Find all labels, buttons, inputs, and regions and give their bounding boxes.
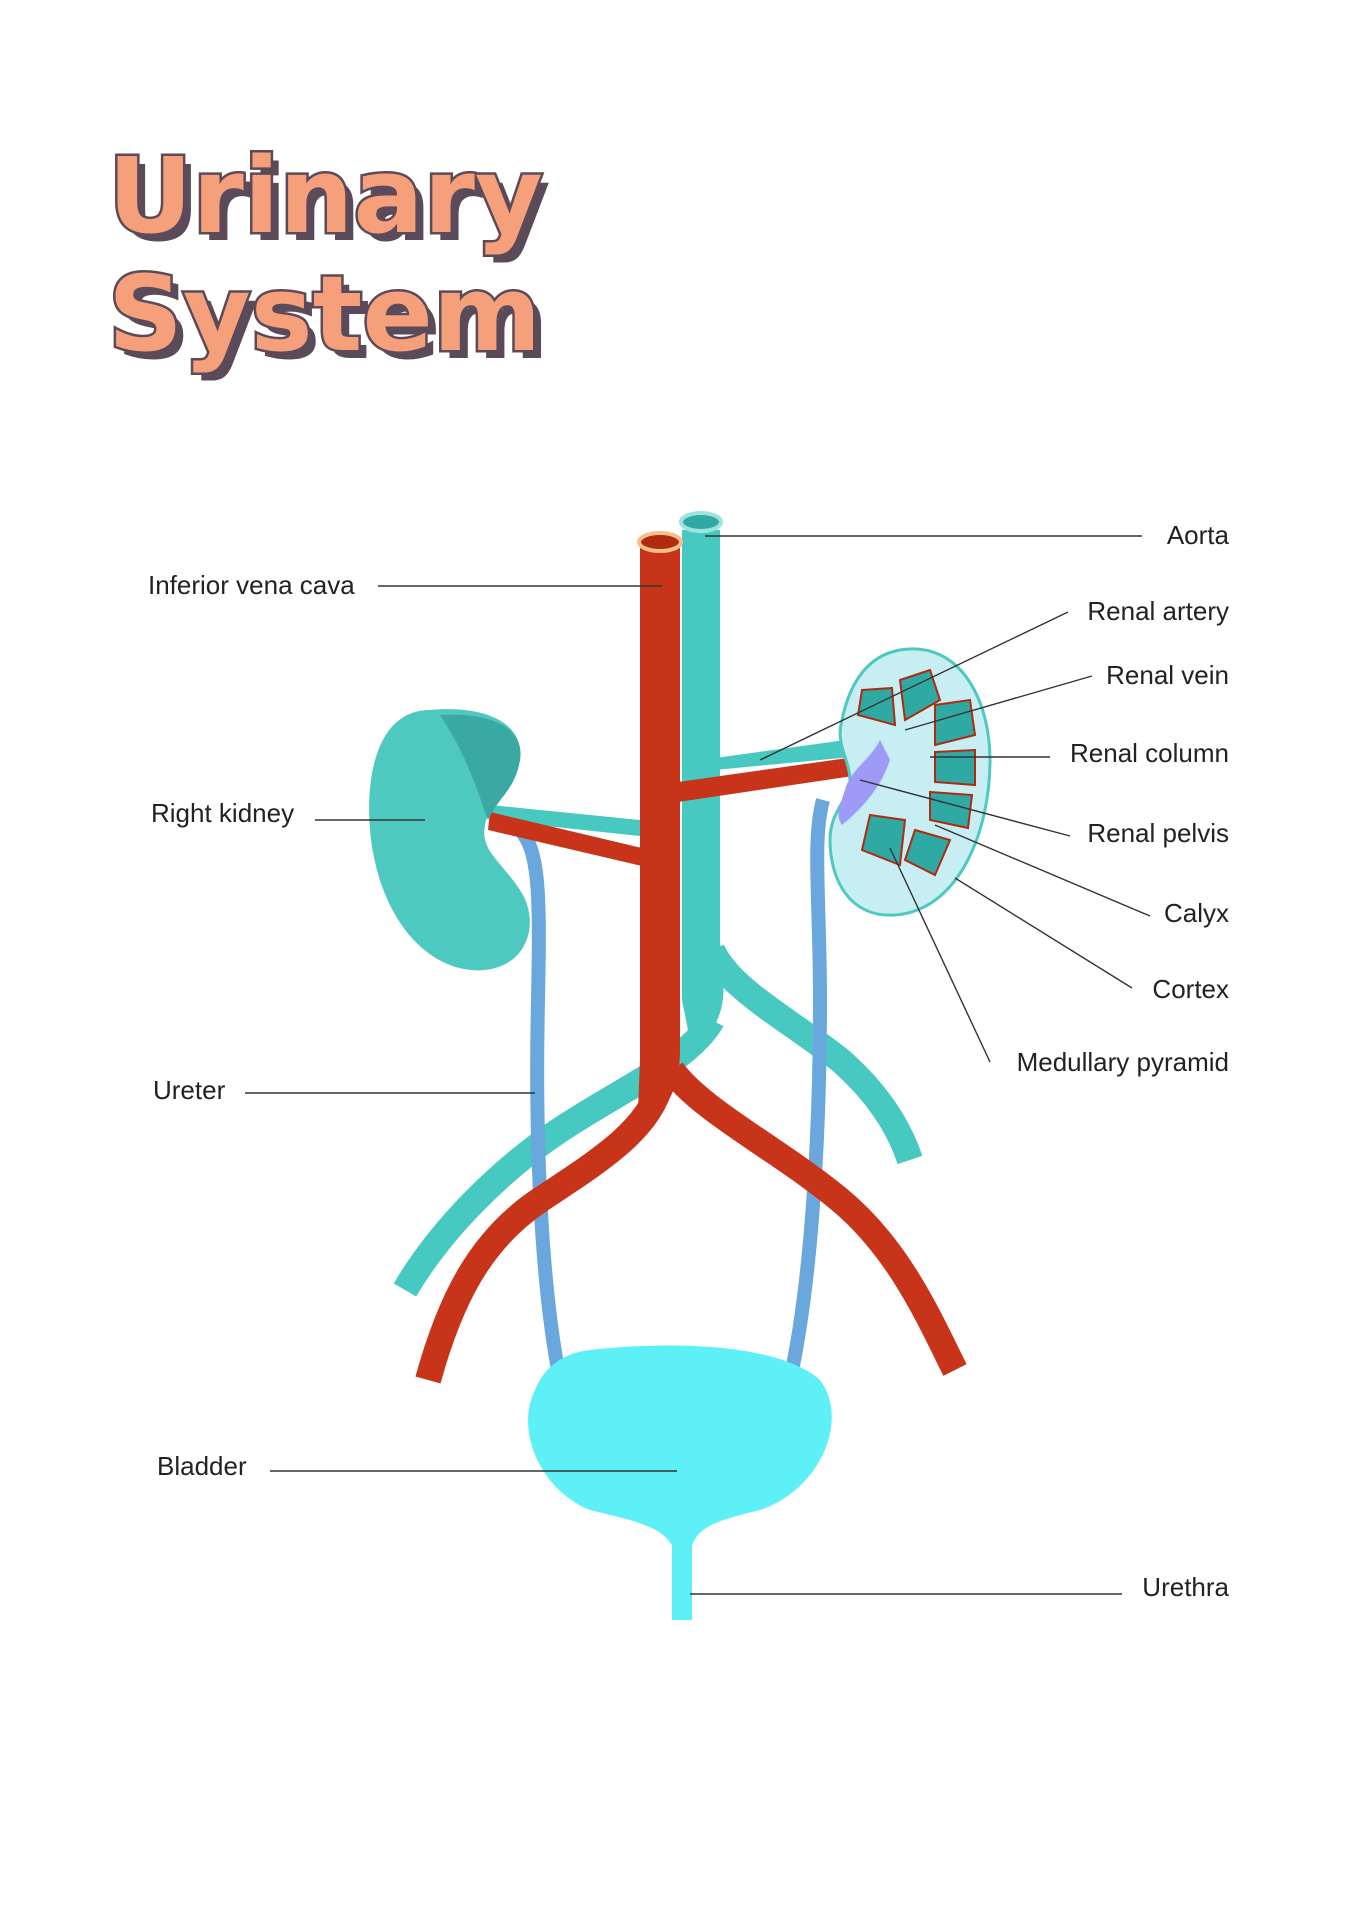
leader-medullary-pyramid (889, 847, 991, 1063)
label-medullary-pyramid: Medullary pyramid (1017, 1047, 1229, 1077)
leader-calyx (934, 824, 1151, 917)
aorta-trunk (638, 545, 680, 1110)
leader-renal-artery (759, 611, 1069, 761)
label-renal-artery: Renal artery (1087, 596, 1229, 626)
right-ureter (514, 825, 567, 1382)
label-right-kidney: Right kidney (151, 798, 294, 828)
bladder-organ (528, 1345, 832, 1620)
renal-vein-vessel-right (490, 805, 640, 836)
right-iliac-vein (700, 944, 923, 1165)
aorta-opening (637, 531, 683, 553)
label-cortex: Cortex (1152, 974, 1229, 1004)
title-line-1: Urinary (108, 135, 543, 257)
title-line-2-shadow: System (116, 261, 549, 383)
leader-lines (245, 535, 1151, 1595)
label-renal-pelvis: Renal pelvis (1087, 818, 1229, 848)
label-inferior-vena-cava: Inferior vena cava (148, 570, 355, 600)
renal-artery-vessel-right (488, 812, 642, 866)
label-ureter: Ureter (153, 1075, 226, 1105)
title-line-1-shadow: Urinary (116, 143, 551, 265)
label-renal-column: Renal column (1070, 738, 1229, 768)
page-title: Urinary Urinary System System (106, 133, 551, 384)
label-urethra: Urethra (1142, 1572, 1229, 1602)
label-bladder: Bladder (157, 1451, 247, 1481)
left-iliac-artery (415, 1076, 675, 1384)
title-line-2: System (108, 253, 541, 375)
right-kidney (369, 709, 530, 971)
leader-renal-pelvis (859, 779, 1071, 837)
label-calyx: Calyx (1164, 898, 1229, 928)
leader-cortex (954, 877, 1133, 989)
leader-renal-vein (904, 675, 1093, 731)
label-renal-vein: Renal vein (1106, 660, 1229, 690)
left-ureter (783, 798, 830, 1382)
vena-cava-opening (679, 511, 723, 533)
renal-vein-vessel-left (715, 738, 862, 770)
label-aorta: Aorta (1167, 520, 1230, 550)
title-block: Urinary Urinary System System (106, 133, 551, 384)
left-kidney-section (828, 647, 992, 917)
renal-artery-vessel-left (678, 752, 893, 802)
right-iliac-artery (661, 1062, 967, 1376)
